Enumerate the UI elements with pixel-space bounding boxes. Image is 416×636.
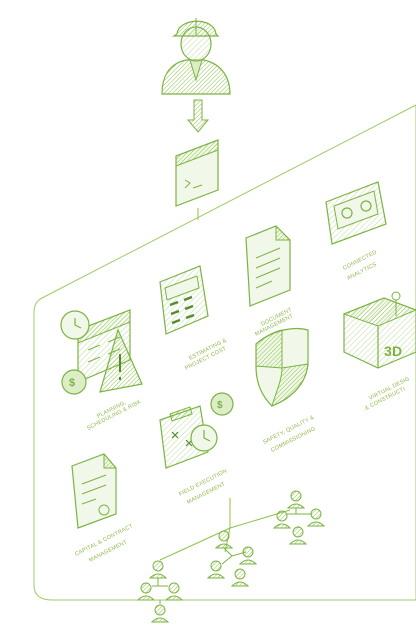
calculator-icon [159,265,209,335]
construction-worker-icon [161,18,231,95]
shield-icon [255,327,309,407]
team-hierarchy-group-left [136,560,184,623]
team-hierarchy-group-middle [206,530,258,587]
3d-badge: 3D [384,343,402,359]
3d-box-icon: 3D [342,291,416,369]
clipboard-icon: $ [159,392,234,469]
document-icon [245,225,291,307]
platform-panel [33,104,416,601]
calendar-clock-warning-icon: $ [60,309,143,395]
svg-text:$: $ [217,400,223,411]
svg-text:$: $ [69,377,75,389]
label-planning-2: SCHEDULING & RISK [86,399,142,432]
arrow-down-icon [186,99,210,133]
terminal-window-icon [175,139,219,207]
team-hierarchy-group-right [272,490,326,545]
module-labels: PLANNING, SCHEDULING & RISK ESTIMATING &… [74,250,411,564]
tape-icon [325,181,387,245]
contract-icon [71,453,117,529]
